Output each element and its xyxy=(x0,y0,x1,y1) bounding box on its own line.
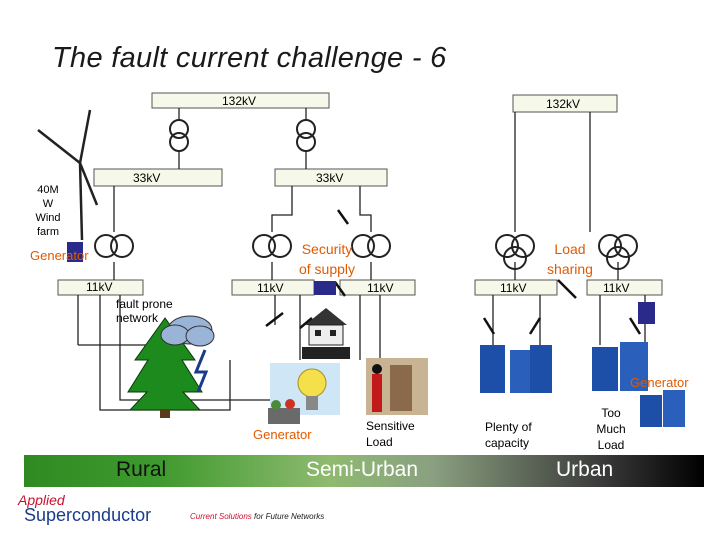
plenty-of-capacity-label: Plenty of capacity xyxy=(485,419,532,451)
fcl-block xyxy=(314,281,336,295)
generator-label-urban: Generator xyxy=(630,375,689,390)
security-of-supply-label: Security of supply xyxy=(290,239,364,279)
bus-label-11kv-urban-a: 11kV xyxy=(500,281,526,295)
wind-farm-label: 40M W Wind farm xyxy=(30,183,66,239)
castle-icon xyxy=(366,358,428,415)
house-icon xyxy=(302,308,350,359)
office-building-icon xyxy=(640,390,685,427)
tagline-future-networks: for Future Networks xyxy=(252,512,324,521)
bus-label-33kv-right: 33kV xyxy=(316,171,343,185)
generator-label-semi: Generator xyxy=(253,427,312,442)
transformer-132-33-b xyxy=(297,120,315,151)
company-logo: Applied Superconductor xyxy=(18,492,178,528)
tagline-current-solutions: Current Solutions xyxy=(190,512,252,521)
transformer-132-33-a xyxy=(170,120,188,151)
bus-label-33kv-left: 33kV xyxy=(133,171,160,185)
bus-label-11kv-semi-a: 11kV xyxy=(257,281,283,295)
fcl-block xyxy=(638,302,655,324)
sensitive-load-label: Sensitive Load xyxy=(366,418,415,450)
light-bulb-icon xyxy=(270,363,340,415)
bus-label-132kv-left: 132kV xyxy=(222,94,256,108)
transformer-33-11-rural xyxy=(95,235,133,257)
too-much-load-label: Too Much Load xyxy=(594,405,628,453)
bus-label-11kv-rural: 11kV xyxy=(86,280,112,294)
logo-line-superconductor: Superconductor xyxy=(24,505,151,526)
office-building-icon xyxy=(480,345,552,393)
transformer-33-11-semi-a xyxy=(253,235,291,257)
fault-prone-network-label: fault prone network xyxy=(116,297,173,325)
band-label-rural: Rural xyxy=(116,458,166,482)
bus-label-11kv-urban-b: 11kV xyxy=(603,281,629,295)
slide-title: The fault current challenge - 6 xyxy=(52,42,447,75)
load-sharing-label: Load sharing xyxy=(538,239,602,279)
footer-tagline: Current Solutions for Future Networks xyxy=(190,512,324,521)
bus-label-11kv-semi-b: 11kV xyxy=(367,281,393,295)
band-label-semi-urban: Semi-Urban xyxy=(306,458,418,482)
band-label-urban: Urban xyxy=(556,458,613,482)
generator-label-rural: Generator xyxy=(30,248,89,263)
bus-label-132kv-right: 132kV xyxy=(546,97,580,111)
